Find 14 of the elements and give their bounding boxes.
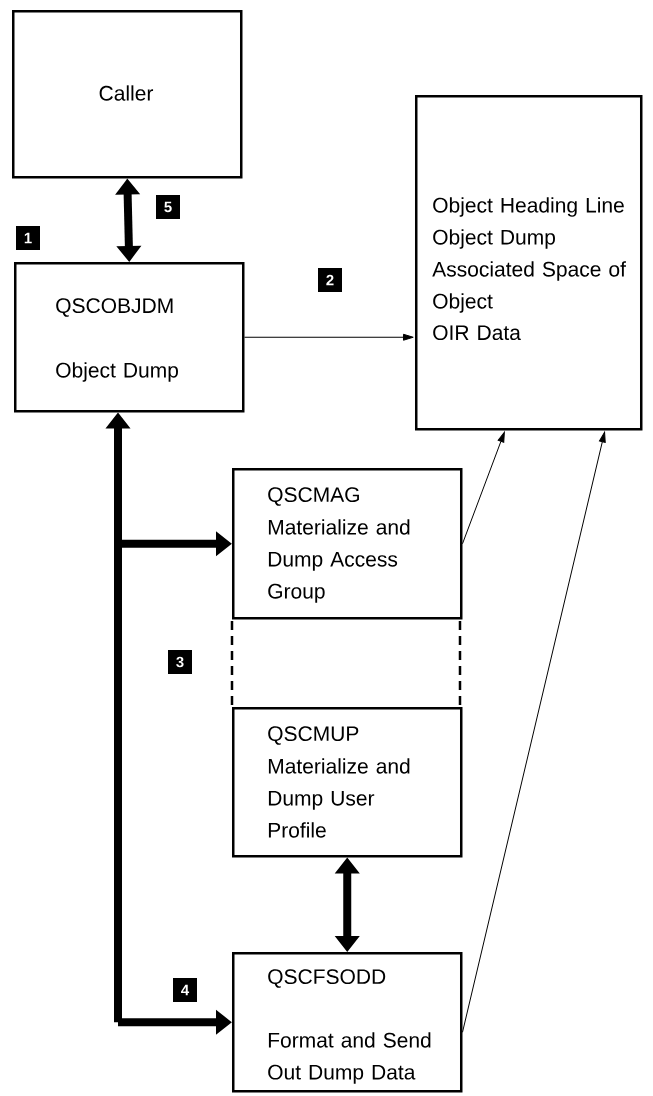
arrow [462,431,606,1033]
arrow [244,333,414,341]
process-box: QSCFSODD Format and Send Out Dump Data [232,952,463,1093]
arrow [462,431,505,545]
callout-number: 5 [156,195,180,219]
process-box: QSCMAG Materialize and Dump Access Group [232,468,463,620]
process-box: QSCMUP Materialize and Dump User Profile [232,707,463,858]
output-box: Object Heading Line Object Dump Associated Space of Object OIR Data [415,95,643,431]
process-box: Caller [12,10,243,179]
callout-number: 2 [318,268,342,292]
process-box: QSCOBJDM Object Dump [14,262,245,413]
callout-number: 1 [16,226,40,250]
callout-number: 3 [168,650,192,674]
callout-number: 4 [173,978,197,1002]
